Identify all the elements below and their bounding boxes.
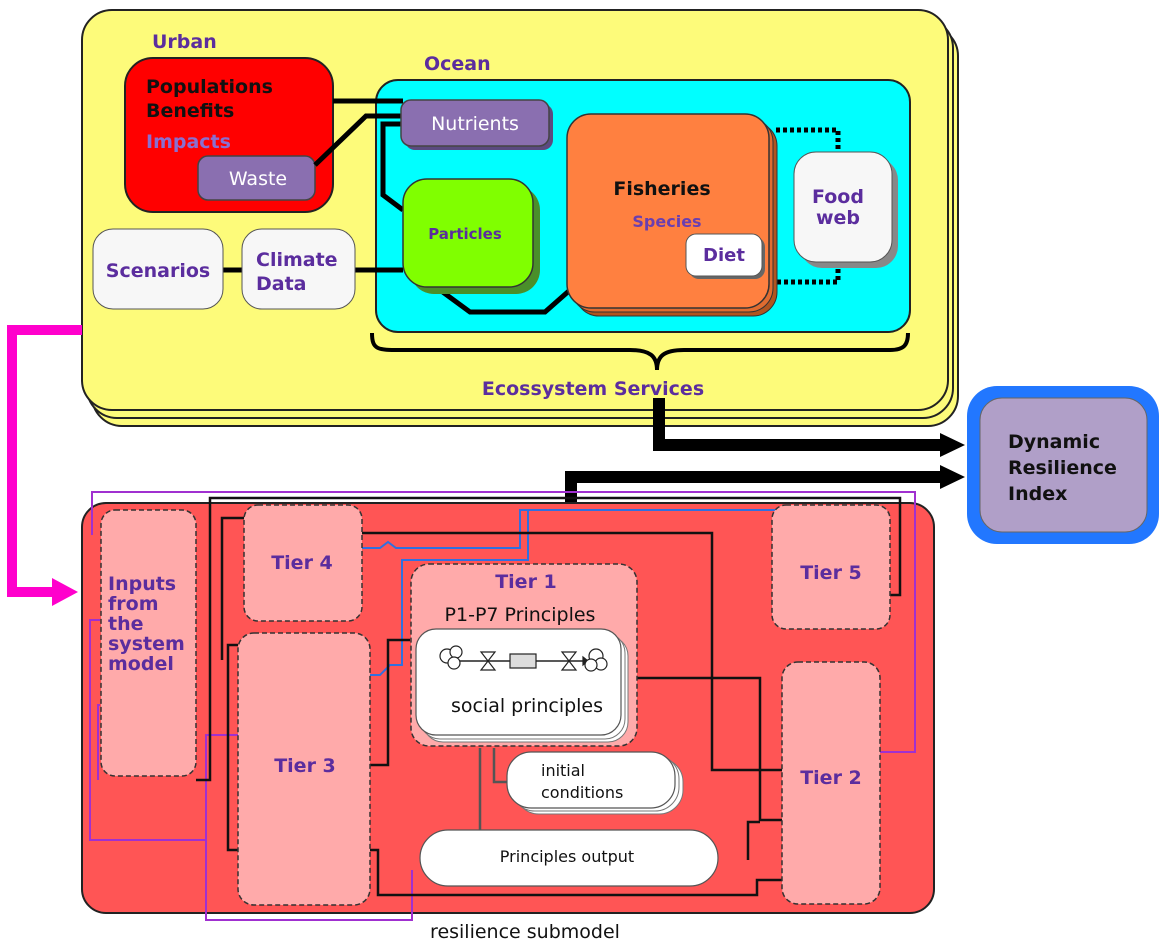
nutrients-label: Nutrients xyxy=(431,113,519,135)
index-line1: Dynamic xyxy=(1008,431,1100,453)
index-line2: Resilience xyxy=(1008,457,1117,479)
tier3-label: Tier 3 xyxy=(274,755,336,777)
tier1-to-initial-wire xyxy=(492,748,512,784)
nutrients-to-particles-line xyxy=(380,121,405,212)
urban-label: Urban xyxy=(152,31,217,53)
initial-line1: initial xyxy=(541,761,585,780)
scenarios-box xyxy=(92,228,224,310)
tier2-label: Tier 2 xyxy=(800,767,862,789)
principles-label: P1-P7 Principles xyxy=(445,604,596,626)
ocean-label: Ocean xyxy=(424,53,491,75)
principles-output-label: Principles output xyxy=(500,847,634,866)
inputs-line1: Inputs xyxy=(108,573,176,595)
tier5-label: Tier 5 xyxy=(800,562,862,584)
tier5-box xyxy=(771,504,891,630)
foodweb-box xyxy=(793,151,893,263)
principles-output-box xyxy=(419,829,719,887)
index-line3: Index xyxy=(1008,483,1067,505)
inputs-line5: model xyxy=(108,653,174,675)
waste-box xyxy=(197,155,316,201)
inputs-line4: system xyxy=(108,633,185,655)
fisheries-label: Fisheries xyxy=(613,178,710,200)
ecosystem-services-label: Ecossystem Services xyxy=(482,378,704,400)
resilience-submodel-label: resilience submodel xyxy=(430,921,620,943)
inputs-line3: the xyxy=(108,613,144,635)
services-arrowhead xyxy=(940,433,965,457)
impacts-label: Impacts xyxy=(146,131,231,153)
waste-to-nutrients-line xyxy=(313,113,403,167)
feedback-arrow xyxy=(7,325,82,597)
ecosystem-brace xyxy=(370,332,910,371)
particles-box xyxy=(402,178,534,288)
initial-line2: conditions xyxy=(541,783,623,802)
tier1-arrowhead xyxy=(940,465,965,489)
bottom-black-wires xyxy=(196,496,902,897)
climate-label-line2: Data xyxy=(256,273,307,295)
tier4-box xyxy=(243,504,363,622)
benefits-label: Benefits xyxy=(146,100,234,122)
initial-conditions-box xyxy=(506,751,676,809)
social-card xyxy=(415,628,622,736)
inputs-box xyxy=(100,509,197,777)
diet-label: Diet xyxy=(703,245,745,266)
scenarios-label: Scenarios xyxy=(106,260,210,282)
blue-wire-tier4 xyxy=(362,509,776,549)
inputs-line2: from xyxy=(108,593,159,615)
index-box xyxy=(979,397,1148,533)
blue-wire-tier3 xyxy=(370,510,529,676)
top-connectors xyxy=(222,98,572,315)
services-to-index-arrow xyxy=(653,398,945,451)
tier1-label: Tier 1 xyxy=(495,571,557,593)
purple-wire-top xyxy=(91,491,916,753)
feedback-arrowhead xyxy=(52,578,78,606)
stock-flow-icon xyxy=(439,645,608,672)
tier2-box xyxy=(781,661,881,905)
social-principles-label: social principles xyxy=(451,695,603,717)
particles-label: Particles xyxy=(428,225,502,243)
particles-to-fisheries-line xyxy=(438,287,572,315)
tier3-box xyxy=(237,632,371,906)
populations-label: Populations xyxy=(146,76,273,98)
nutrients-box xyxy=(400,99,550,147)
tier4-label: Tier 4 xyxy=(271,552,333,574)
diet-box xyxy=(685,233,763,277)
species-label: Species xyxy=(632,212,701,231)
foodweb-label-line1: Food xyxy=(812,186,864,208)
climate-data-box xyxy=(241,228,356,310)
purple-wire-left xyxy=(97,704,100,780)
climate-label-line1: Climate xyxy=(256,249,338,271)
foodweb-label-line2: web xyxy=(816,207,860,229)
waste-label: Waste xyxy=(229,168,287,190)
